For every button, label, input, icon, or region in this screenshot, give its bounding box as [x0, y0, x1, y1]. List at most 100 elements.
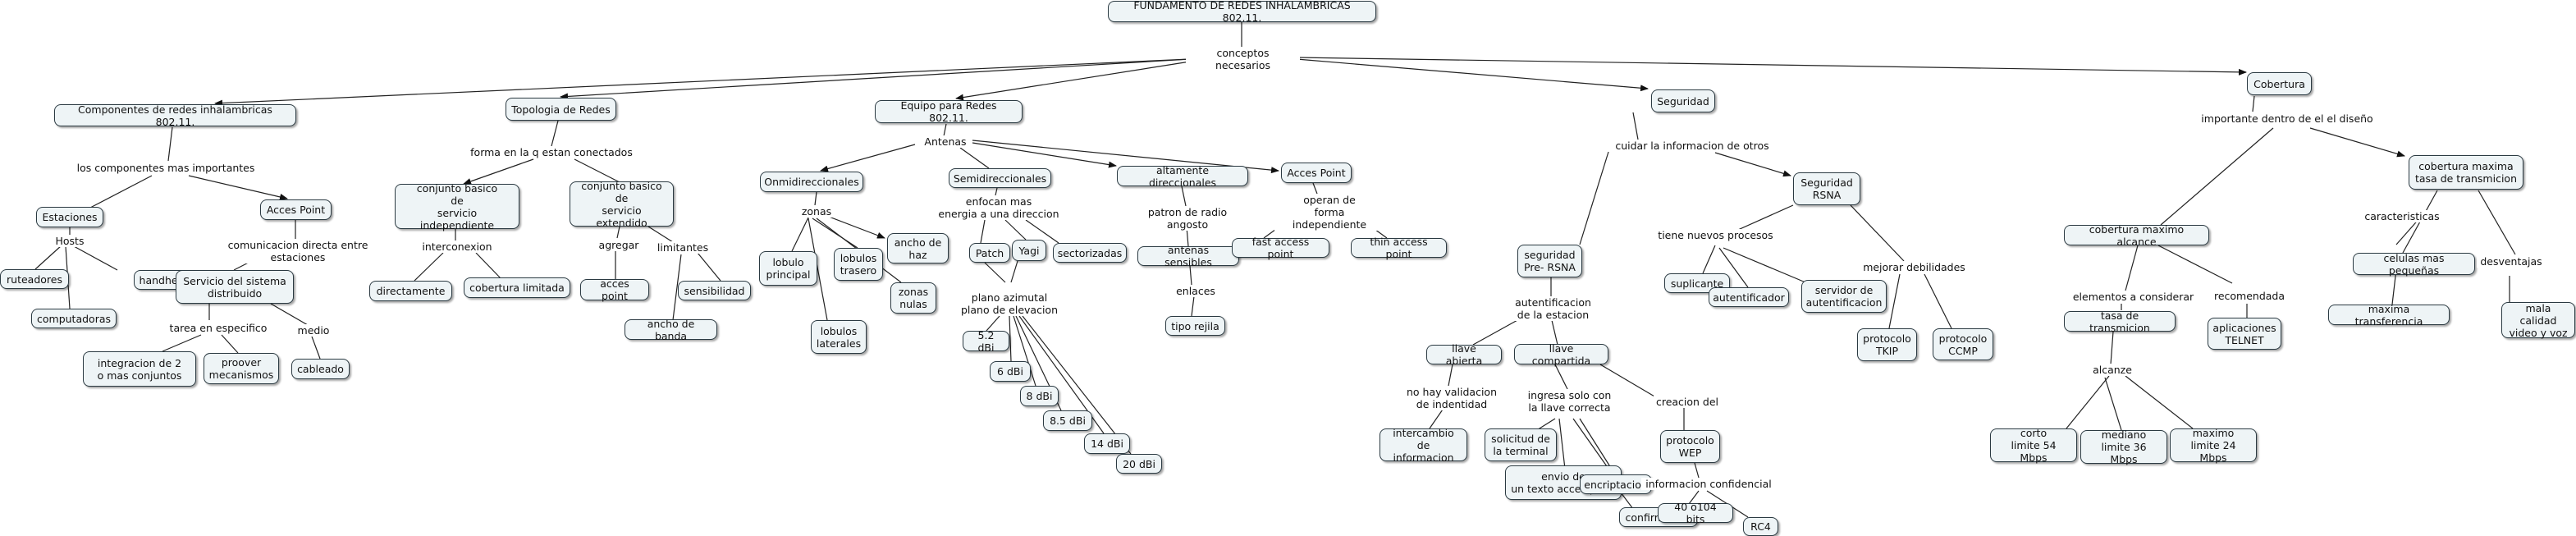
celulas-node[interactable]: celulas mas pequeñas [2353, 252, 2475, 277]
link-label-desventajas: desventajas [2477, 255, 2546, 268]
link-label-autentificacion: autentificacion de la estacion [1508, 296, 1598, 321]
link-label-no-hay: no hay validacion de indentidad [1397, 386, 1507, 410]
link-label-operan: operan de forma independiente [1274, 194, 1384, 231]
link-label-patron: patron de radio angosto [1124, 206, 1251, 231]
link-label-mejorar: mejorar debilidades [1857, 261, 1971, 273]
servidor-autentificacion-node[interactable]: servidor de autentificacion [1801, 280, 1887, 313]
link-label-conceptos: conceptos necesarios [1186, 47, 1300, 71]
seguridad-pre-rsna-node[interactable]: seguridad Pre- RSNA [1517, 245, 1582, 277]
autentificador-node[interactable]: autentificador [1709, 287, 1789, 307]
basico-extendido-node[interactable]: conjunto basico de servicio extendido [570, 180, 674, 229]
computadoras-node[interactable]: computadoras [31, 309, 117, 328]
maxima-transferencia-node[interactable]: maxima transferencia [2328, 303, 2450, 328]
estaciones-node[interactable]: Estaciones [36, 207, 103, 227]
link-label-comunicacion: comunicacion directa entre estaciones [199, 239, 396, 263]
acces-point-equipo-node[interactable]: Acces Point [1281, 163, 1352, 183]
sectorizadas-node[interactable]: sectorizadas [1053, 243, 1127, 263]
link-label-mas-importantes: los componentes mas importantes [74, 162, 258, 174]
link-label-medio: medio [293, 324, 334, 337]
tipo-rejila-node[interactable]: tipo rejila [1165, 316, 1225, 336]
llave-compartida-node[interactable]: llave compartida [1514, 342, 1608, 367]
thin-access-point-node[interactable]: thin access point [1351, 236, 1447, 260]
zonas-nulas-node[interactable]: zonas nulas [890, 282, 936, 314]
integracion-node[interactable]: integracion de 2 o mas conjuntos [83, 351, 196, 387]
directamente-node[interactable]: directamente [369, 281, 452, 301]
ruteadores-node[interactable]: ruteadores [0, 269, 69, 289]
dbi-8-node[interactable]: 8 dBi [1020, 386, 1059, 406]
dbi-5-2-node[interactable]: 5.2 dBi [963, 329, 1009, 354]
proveer-node[interactable]: proover mecanismos [204, 353, 279, 384]
aplicaciones-telnet-node[interactable]: aplicaciones TELNET [2208, 318, 2281, 350]
corto-node[interactable]: corto limite 54 Mbps [1990, 427, 2077, 464]
link-label-hosts: Hosts [52, 235, 88, 247]
link-label-forma: forma en la q estan conectados [468, 146, 635, 158]
semidireccionales-node[interactable]: Semidireccionales [949, 168, 1051, 188]
lobulos-trasero-node[interactable]: lobulos trasero [834, 248, 883, 281]
link-label-cuidar: cuidar la informacion de otros [1608, 140, 1776, 152]
intercambio-node[interactable]: intercambio de informacion [1380, 427, 1467, 464]
fast-access-point-node[interactable]: fast access point [1232, 236, 1329, 260]
link-label-importante: importante dentro de el el diseño [2199, 112, 2375, 125]
rc4-node[interactable]: RC4 [1743, 517, 1778, 536]
omnidireccionales-node[interactable]: Onmidireccionales [760, 172, 863, 192]
dbi-20-node[interactable]: 20 dBi [1116, 454, 1162, 474]
bits-node[interactable]: 40 o104 bits [1658, 501, 1733, 525]
tasa-transmicion-node[interactable]: tasa de transmicion [2064, 309, 2176, 334]
equipo-node[interactable]: Equipo para Redes 802.11. [875, 99, 1023, 124]
componentes-node[interactable]: Componentes de redes inhalambricas 802.1… [54, 103, 296, 128]
dbi-14-node[interactable]: 14 dBi [1084, 433, 1130, 454]
cobertura-maximo-alcance-node[interactable]: cobertura maximo alcance [2064, 223, 2209, 248]
link-label-tarea: tarea en especifico [167, 322, 270, 334]
link-label-elementos: elementos a considerar [2068, 291, 2199, 303]
root-concept-node[interactable]: FUNDAMENTO DE REDES INHALAMBRICAS 802.11… [1108, 0, 1376, 24]
solicitud-node[interactable]: solicitud de la terminal [1485, 428, 1557, 461]
acces-point-componentes-node[interactable]: Acces Point [260, 199, 332, 220]
cobertura-limitada-node[interactable]: cobertura limitada [464, 277, 570, 298]
yagi-node[interactable]: Yagi [1012, 240, 1046, 261]
encriptacion-node[interactable]: encriptacion [1580, 474, 1652, 494]
link-label-creacion: creacion del [1654, 396, 1721, 408]
link-label-zonas: zonas [796, 205, 837, 218]
seguridad-rsna-node[interactable]: Seguridad RSNA [1793, 172, 1860, 205]
protocolo-ccmp-node[interactable]: protocolo CCMP [1933, 328, 1993, 360]
link-label-plano: plano azimutal plano de elevacion [954, 291, 1064, 316]
dbi-8-5-node[interactable]: 8.5 dBi [1043, 410, 1092, 431]
maximo-node[interactable]: maximo limite 24 Mbps [2170, 427, 2257, 464]
cobertura-node[interactable]: Cobertura [2247, 72, 2312, 95]
dbi-6-node[interactable]: 6 dBi [990, 361, 1031, 382]
link-label-interconexion: interconexion [416, 241, 498, 253]
link-label-antenas: Antenas [919, 135, 972, 148]
llave-abierta-node[interactable]: llave abierta [1426, 342, 1502, 367]
mediano-node[interactable]: mediano limite 36 Mbps [2080, 428, 2167, 465]
link-label-agregar: agregar [593, 239, 645, 251]
link-label-alcanze: alcanze [2086, 364, 2139, 376]
sensibilidad-node[interactable]: sensibilidad [678, 281, 751, 300]
basico-independiente-node[interactable]: conjunto basico de servicio independient… [395, 182, 519, 231]
link-label-ingresa: ingresa solo con la llave correcta [1521, 389, 1618, 414]
link-label-enlaces: enlaces [1172, 285, 1219, 297]
patch-node[interactable]: Patch [969, 243, 1010, 263]
cableado-node[interactable]: cableado [291, 359, 350, 379]
acces-point-topologia-node[interactable]: acces point [580, 277, 649, 302]
suplicante-node[interactable]: suplicante [1664, 273, 1730, 293]
ancho-banda-node[interactable]: ancho de banda [625, 318, 717, 342]
ancho-haz-node[interactable]: ancho de haz [887, 233, 949, 263]
mala-calidad-node[interactable]: mala calidad video y voz [2501, 302, 2575, 339]
link-label-tiene: tiene nuevos procesos [1654, 229, 1777, 241]
altamente-direccionales-node[interactable]: altamente direccionales [1117, 164, 1248, 189]
cobertura-maxima-tasa-node[interactable]: cobertura maxima tasa de transmicion [2409, 155, 2523, 190]
lobulos-laterales-node[interactable]: lobulos laterales [811, 320, 867, 354]
link-label-limitantes: limitantes [652, 241, 713, 254]
link-label-info-confidencial: informacion confidencial [1641, 478, 1776, 490]
link-label-recomendada: recomendada [2211, 290, 2288, 302]
protocolo-wep-node[interactable]: protocolo WEP [1660, 430, 1720, 463]
topologia-node[interactable]: Topologia de Redes [506, 98, 616, 121]
lobulo-principal-node[interactable]: lobulo principal [759, 251, 817, 286]
antenas-sensibles-node[interactable]: antenas sensibles [1137, 244, 1239, 268]
link-label-caracteristicas: caracteristicas [2359, 210, 2445, 222]
link-label-enfocan: enfocan mas energia a una direccion [936, 195, 1062, 220]
seguridad-node[interactable]: Seguridad [1651, 89, 1715, 112]
servicio-sistema-node[interactable]: Servicio del sistema distribuido [176, 270, 294, 304]
protocolo-tkip-node[interactable]: protocolo TKIP [1857, 328, 1917, 361]
